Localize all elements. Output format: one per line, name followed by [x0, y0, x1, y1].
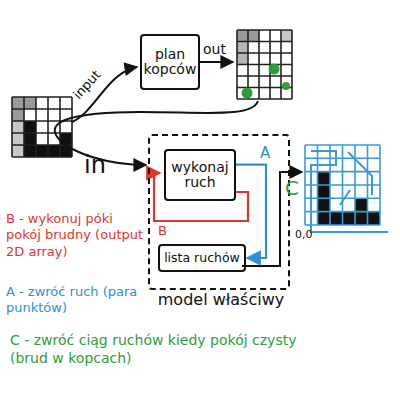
heap-grid-part	[242, 88, 253, 99]
flow-arrows-part	[200, 61, 233, 63]
node-text: wykonaj ruch	[166, 160, 234, 191]
flow-label: out	[203, 41, 243, 59]
heap-grid-part	[237, 30, 259, 42]
heap-grid-part	[269, 64, 280, 75]
heap-grid-part	[237, 42, 248, 65]
input-grid-part	[12, 109, 24, 121]
flow-label: input	[70, 67, 104, 103]
input-grid-part	[24, 121, 36, 157]
heap-grid-part	[281, 30, 292, 42]
axis-origin: 0,0	[295, 228, 325, 242]
node-text: lista ruchów	[164, 251, 240, 265]
flow-label: C	[285, 176, 309, 201]
output-grid-part	[355, 198, 368, 211]
process-box: plan kopców	[140, 34, 200, 90]
input-grid-part	[12, 97, 36, 109]
input-grid	[12, 97, 72, 157]
heap-grid	[237, 30, 292, 99]
list-box: lista ruchów	[158, 244, 246, 272]
edge-label: A	[260, 144, 270, 162]
input-grid-part	[60, 133, 72, 145]
flow-label: in	[84, 150, 124, 180]
output-grid-part	[318, 212, 381, 225]
input-grid-part	[24, 145, 72, 157]
output-grid-part	[318, 172, 331, 225]
input-grid-part	[12, 121, 24, 157]
heap-grid-part	[237, 30, 292, 99]
note-text: A - zwróć ruch (para punktów)	[6, 284, 148, 317]
process-box: wykonaj ruch	[164, 149, 236, 201]
output-grid-part	[305, 145, 380, 225]
note-text: C - zwróć ciąg ruchów kiedy pokój czysty…	[10, 332, 302, 367]
note-text: B - wykonuj póki pokój brudny (output 2D…	[6, 211, 148, 260]
heap-grid-part	[282, 82, 290, 90]
container-title: model właściwy	[140, 291, 302, 309]
input-grid-part	[12, 97, 72, 157]
node-text: plan kopców	[142, 47, 198, 78]
output-grid-part	[311, 151, 388, 232]
output-grid	[305, 145, 388, 232]
loop-label: B	[158, 223, 178, 239]
